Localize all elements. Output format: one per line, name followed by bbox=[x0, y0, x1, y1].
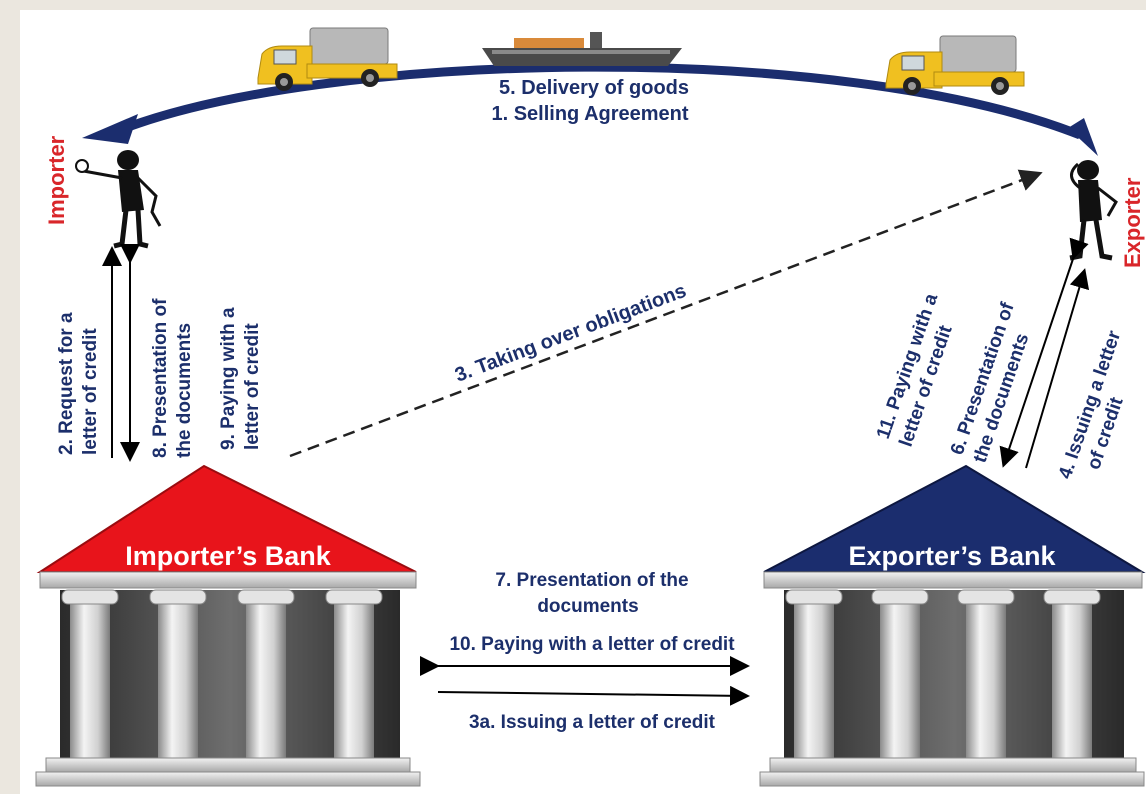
delivery-arc bbox=[82, 62, 1098, 156]
importer-bank-arrows bbox=[102, 244, 140, 462]
step-3-taking-over-label: 3. Taking over obligations bbox=[452, 280, 689, 387]
importer-bank-building bbox=[35, 464, 421, 787]
step-2-request-label: 2. Request for a letter of credit bbox=[56, 312, 101, 455]
step-11-paying-label: 11. Paying with a letter of credit bbox=[873, 291, 957, 450]
exporter-figure bbox=[1069, 160, 1118, 261]
svg-text:9. Paying with a: 9. Paying with a bbox=[218, 307, 239, 450]
step-6-presentation-label: 6. Presentation of the documents bbox=[947, 299, 1034, 465]
ship-icon bbox=[482, 32, 682, 66]
exporter-bank-arrows bbox=[999, 237, 1090, 469]
step-7-presentation-label-line1: 7. Presentation of the bbox=[495, 570, 688, 591]
exporter-bank-label: Exporter’s Bank bbox=[848, 541, 1056, 571]
step-4-issuing-label: 4. Issuing a letter of credit bbox=[1055, 327, 1128, 481]
svg-text:letter of credit: letter of credit bbox=[242, 323, 263, 450]
svg-text:2. Request for a: 2. Request for a bbox=[56, 312, 77, 455]
exporter-label: Exporter bbox=[1120, 177, 1145, 268]
step-3-dashed-arrow bbox=[289, 169, 1043, 458]
step-3a-arrow bbox=[437, 685, 750, 706]
letter-of-credit-diagram: 5. Delivery of goods 1. Selling Agreemen… bbox=[35, 27, 1146, 787]
truck-icon-left bbox=[257, 27, 398, 91]
diagram-frame: 5. Delivery of goods 1. Selling Agreemen… bbox=[20, 10, 1146, 794]
importer-label: Importer bbox=[44, 135, 69, 225]
importer-bank-label: Importer’s Bank bbox=[125, 541, 332, 571]
step-10-paying-label: 10. Paying with a letter of credit bbox=[449, 634, 735, 655]
step-3a-issuing-label: 3a. Issuing a letter of credit bbox=[469, 712, 716, 733]
step-9-paying-label: 9. Paying with a letter of credit bbox=[218, 307, 263, 450]
svg-text:the documents: the documents bbox=[174, 323, 195, 458]
svg-text:8. Presentation of: 8. Presentation of bbox=[150, 298, 171, 458]
truck-icon-right bbox=[885, 35, 1025, 95]
step-1-selling-label: 1. Selling Agreement bbox=[491, 103, 688, 125]
step-7-presentation-label-line2: documents bbox=[537, 596, 638, 617]
step-8-presentation-label: 8. Presentation of the documents bbox=[150, 298, 195, 458]
importer-figure bbox=[75, 150, 162, 249]
exporter-bank-building bbox=[759, 464, 1146, 787]
svg-text:letter of credit: letter of credit bbox=[80, 328, 101, 455]
step-5-delivery-label: 5. Delivery of goods bbox=[499, 77, 689, 99]
